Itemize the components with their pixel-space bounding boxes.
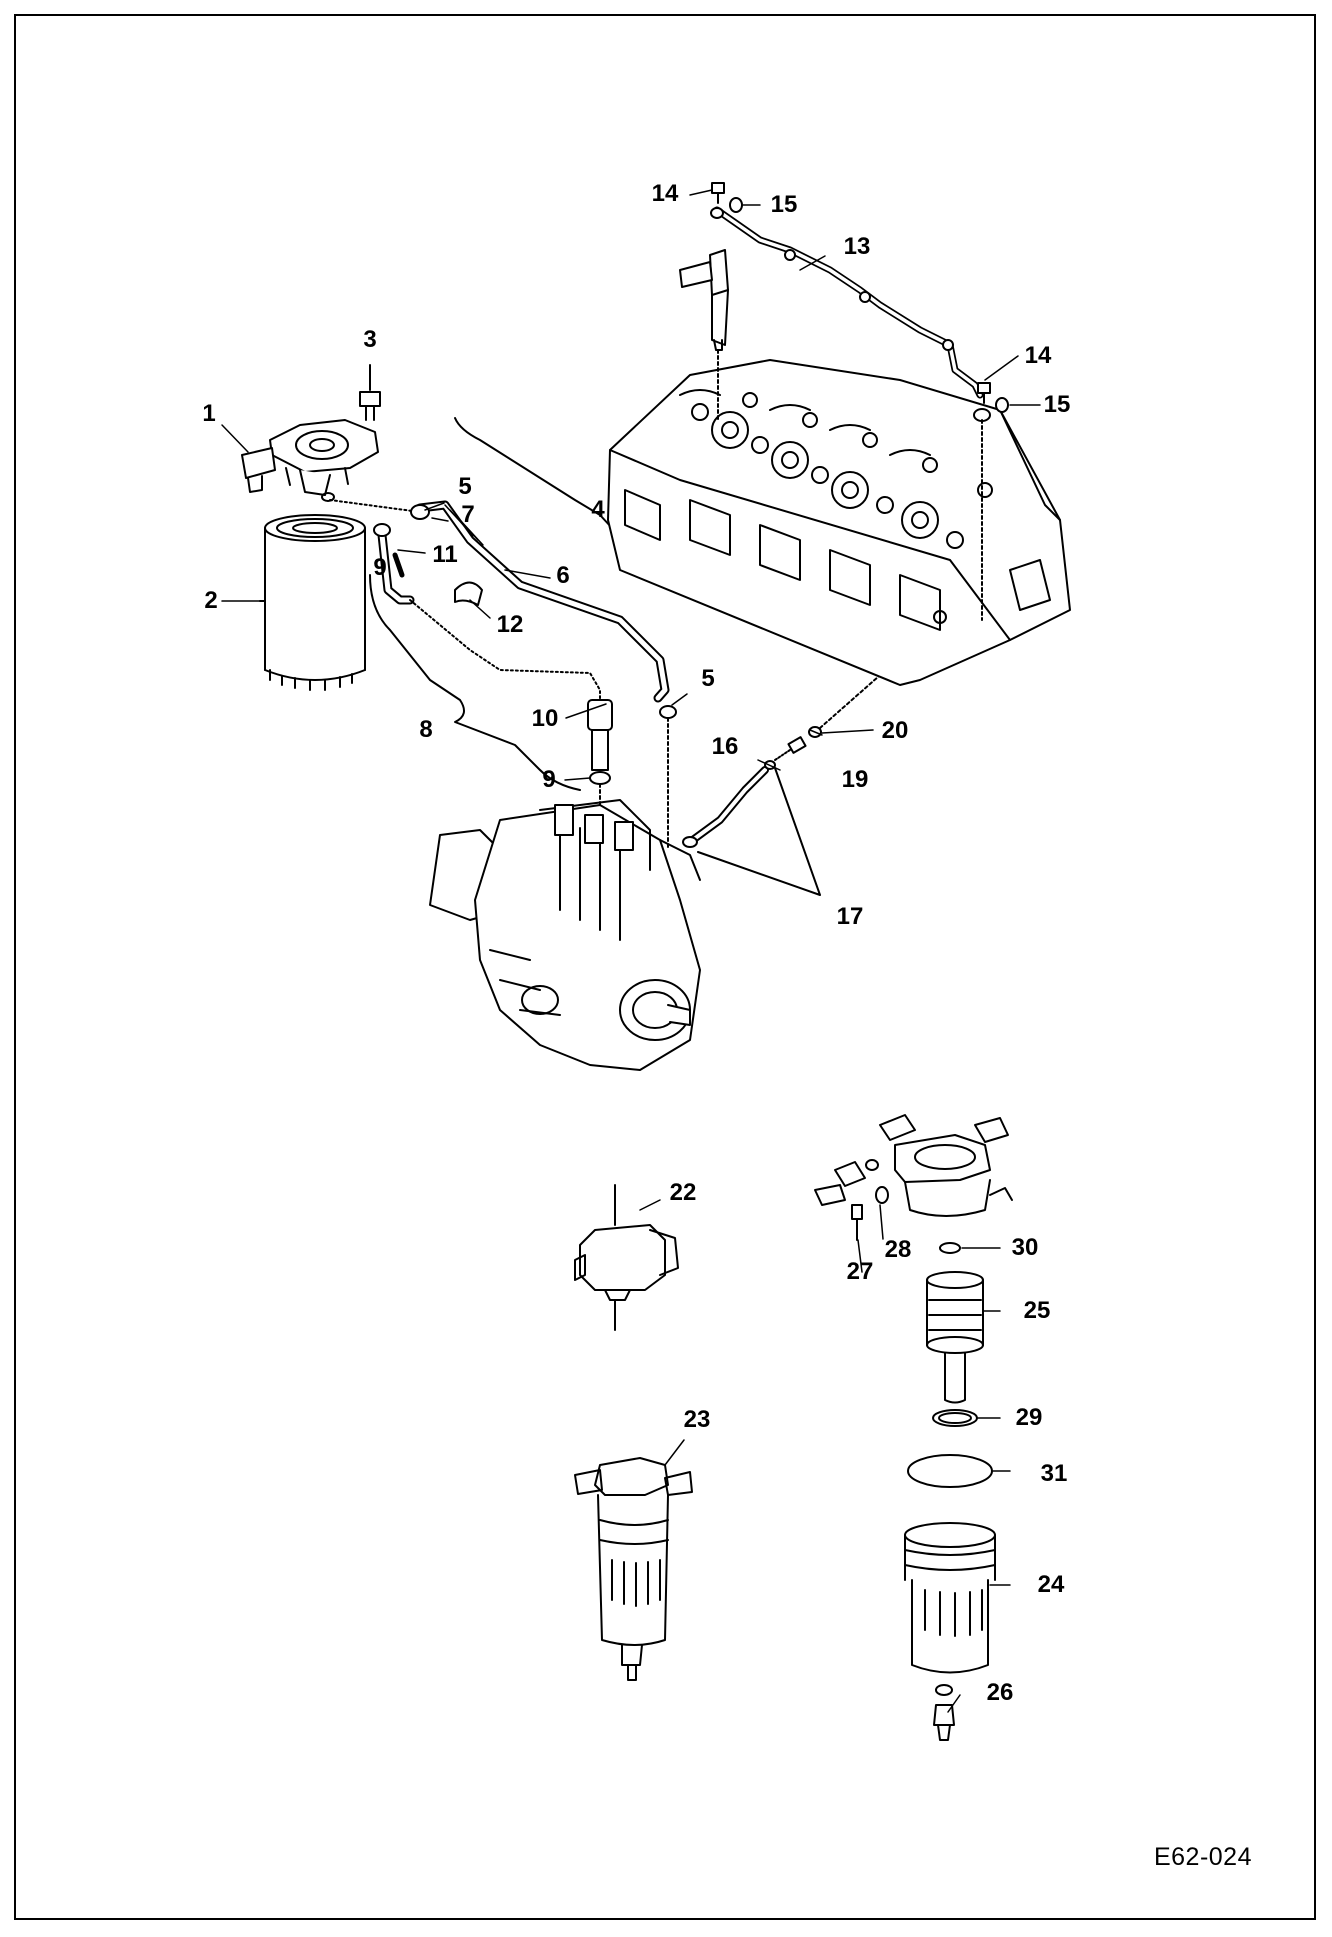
fuel-filter-head <box>241 419 379 502</box>
callout-14-right: 14 <box>1024 342 1052 369</box>
banjo-bolts <box>711 182 991 404</box>
electric-fuel-pump <box>574 1184 679 1331</box>
callout-16: 16 <box>711 733 739 760</box>
bolt <box>359 364 381 421</box>
callout-9-upper: 9 <box>373 554 387 581</box>
callout-24: 24 <box>1037 1571 1065 1598</box>
callout-11: 11 <box>432 541 458 568</box>
callout-15-right: 15 <box>1043 391 1071 418</box>
leader-lines <box>221 189 1041 1713</box>
callout-19: 19 <box>841 766 869 793</box>
callout-31: 31 <box>1040 1460 1068 1487</box>
cylinder-head <box>607 359 1071 686</box>
callout-14-upper: 14 <box>651 180 679 207</box>
drawing-code: E62-024 <box>1153 1843 1252 1871</box>
element-25 <box>926 1271 984 1404</box>
brace-8 <box>369 574 581 791</box>
callout-3: 3 <box>363 326 377 353</box>
callout-1: 1 <box>202 400 216 427</box>
ring-29 <box>932 1409 978 1427</box>
callout-23: 23 <box>683 1406 711 1433</box>
callout-12: 12 <box>496 611 524 638</box>
callout-13: 13 <box>843 233 871 260</box>
callout-20: 20 <box>881 717 909 744</box>
injector <box>679 249 729 421</box>
callout-15-upper: 15 <box>770 191 798 218</box>
return-pipe <box>710 206 991 621</box>
callout-2: 2 <box>204 587 218 614</box>
callout-7: 7 <box>461 501 475 528</box>
water-separator-assembly <box>574 1457 693 1681</box>
callout-6: 6 <box>556 562 570 589</box>
callout-8: 8 <box>419 716 433 743</box>
bowl-24 <box>904 1522 996 1674</box>
callout-4: 4 <box>591 496 605 523</box>
callout-26: 26 <box>986 1679 1014 1706</box>
injection-pump <box>429 799 701 1071</box>
leak-off-pipe <box>682 617 946 896</box>
o-ring-31 <box>907 1454 993 1488</box>
drain-plug-26 <box>933 1684 955 1741</box>
callout-5-upper: 5 <box>458 473 472 500</box>
callout-9-lower: 9 <box>542 766 556 793</box>
o-ring-small <box>875 1186 961 1254</box>
callout-25: 25 <box>1023 1297 1051 1324</box>
callout-22: 22 <box>669 1179 697 1206</box>
callout-10: 10 <box>531 705 559 732</box>
callout-27: 27 <box>846 1258 874 1285</box>
separator-head-exploded <box>814 1114 1013 1217</box>
washers <box>729 197 1009 413</box>
callout-5-lower: 5 <box>701 665 715 692</box>
fuel-filter-cartridge <box>259 514 366 691</box>
callout-17: 17 <box>836 903 864 930</box>
drawing-frame <box>14 14 1316 1920</box>
callout-28: 28 <box>884 1236 912 1263</box>
fuel-hoses <box>329 499 677 851</box>
callout-29: 29 <box>1015 1404 1043 1431</box>
callout-29-30: 30 <box>1011 1234 1039 1261</box>
air-vent-screw <box>851 1204 863 1241</box>
